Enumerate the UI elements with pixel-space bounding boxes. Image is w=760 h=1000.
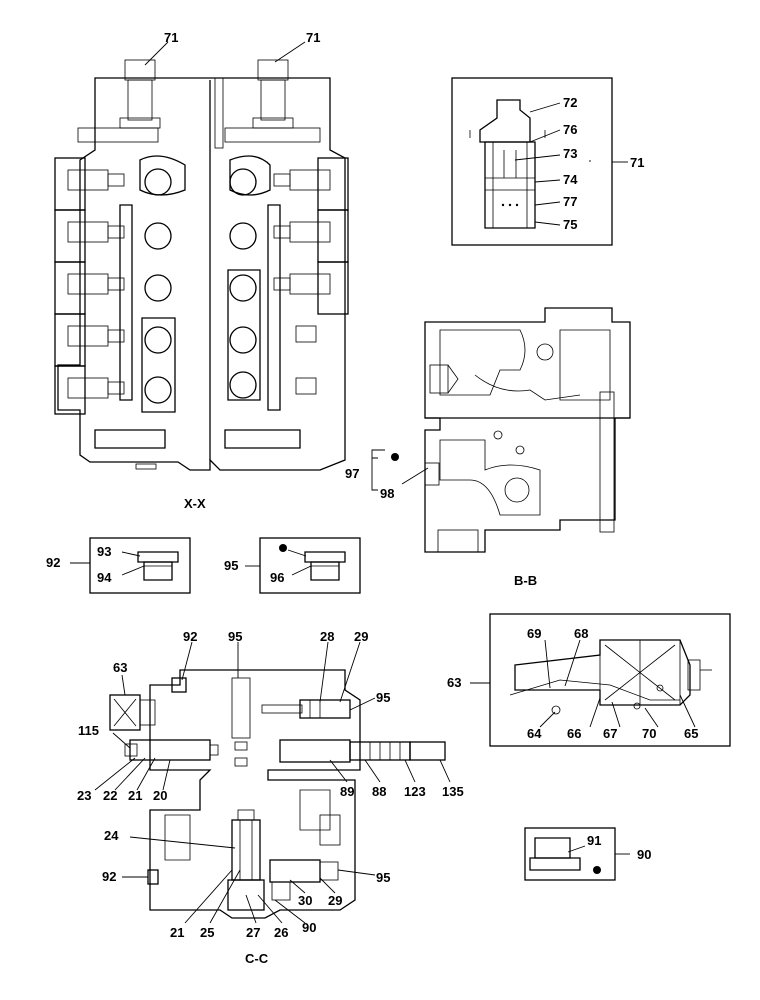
detail-92 xyxy=(70,537,191,594)
label-66: 66 xyxy=(567,726,581,741)
detail-90 xyxy=(524,827,630,881)
label-90-c: 90 xyxy=(302,920,316,935)
label-97: 97 xyxy=(345,466,359,481)
label-27: 27 xyxy=(246,925,260,940)
label-26: 26 xyxy=(274,925,288,940)
label-29-lower: 29 xyxy=(328,893,342,908)
label-69: 69 xyxy=(527,626,541,641)
label-23: 23 xyxy=(77,788,91,803)
label-71-left: 71 xyxy=(164,30,178,45)
label-135: 135 xyxy=(442,784,464,799)
section-b-b xyxy=(424,307,631,553)
label-28: 28 xyxy=(320,629,334,644)
label-123: 123 xyxy=(404,784,426,799)
label-95-top: 95 xyxy=(228,629,242,644)
label-89: 89 xyxy=(340,784,354,799)
label-93: 93 xyxy=(97,544,111,559)
detail-71 xyxy=(451,77,613,246)
leaders-x-x xyxy=(144,41,306,66)
label-92-left: 92 xyxy=(102,869,116,884)
label-71-right: 71 xyxy=(306,30,320,45)
bullet-mark xyxy=(593,866,601,874)
label-98: 98 xyxy=(380,486,394,501)
label-74: 74 xyxy=(563,172,578,187)
label-90-detail: 90 xyxy=(637,847,651,862)
label-22: 22 xyxy=(103,788,117,803)
bullet-mark xyxy=(391,453,399,461)
label-92-detail: 92 xyxy=(46,555,60,570)
label-70: 70 xyxy=(642,726,656,741)
detail-63 xyxy=(470,613,731,747)
label-21-lower: 21 xyxy=(170,925,184,940)
label-71-detail: 71 xyxy=(630,155,644,170)
label-30: 30 xyxy=(298,893,312,908)
label-115: 115 xyxy=(78,723,99,738)
label-91: 91 xyxy=(587,833,601,848)
label-25: 25 xyxy=(200,925,214,940)
title-x-x: X-X xyxy=(184,496,206,511)
label-94: 94 xyxy=(97,570,112,585)
title-c-c: C-C xyxy=(245,951,269,966)
label-95-detail: 95 xyxy=(224,558,238,573)
label-63-c: 63 xyxy=(113,660,127,675)
label-72: 72 xyxy=(563,95,577,110)
label-95-right: 95 xyxy=(376,690,390,705)
label-64: 64 xyxy=(527,726,542,741)
label-21-top: 21 xyxy=(128,788,142,803)
label-68: 68 xyxy=(574,626,588,641)
label-95-lower: 95 xyxy=(376,870,390,885)
label-67: 67 xyxy=(603,726,617,741)
label-73: 73 xyxy=(563,146,577,161)
label-75: 75 xyxy=(563,217,577,232)
leaders-b-b xyxy=(371,449,429,491)
label-76: 76 xyxy=(563,122,577,137)
title-b-b: B-B xyxy=(514,573,537,588)
label-77: 77 xyxy=(563,194,577,209)
label-65: 65 xyxy=(684,726,698,741)
label-92-top: 92 xyxy=(183,629,197,644)
label-29-top: 29 xyxy=(354,629,368,644)
leaders-71 xyxy=(514,102,628,226)
leaders-c-c xyxy=(94,641,451,924)
label-20: 20 xyxy=(153,788,167,803)
label-24: 24 xyxy=(104,828,119,843)
detail-95 xyxy=(245,537,361,594)
label-96: 96 xyxy=(270,570,284,585)
bullet-mark xyxy=(279,544,287,552)
label-63-detail: 63 xyxy=(447,675,461,690)
section-x-x xyxy=(54,59,349,471)
label-88: 88 xyxy=(372,784,386,799)
